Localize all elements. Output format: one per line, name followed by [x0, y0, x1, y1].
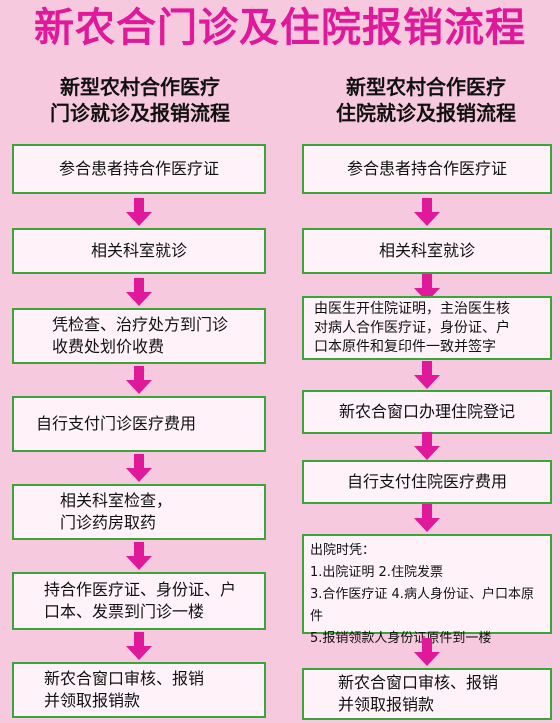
right-step-7-line-1: 新农合窗口审核、报销	[338, 673, 499, 692]
page-title: 新农合门诊及住院报销流程	[34, 5, 526, 51]
right-heading-line-2: 住院就诊及报销流程	[336, 101, 516, 125]
left-step-7: 新农合窗口审核、报销 并领取报销款	[12, 662, 266, 718]
left-step-3-line-1: 凭检查、治疗处方到门诊	[52, 315, 229, 334]
left-column-heading: 新型农村合作医疗 门诊就诊及报销流程	[10, 74, 270, 126]
right-column-heading: 新型农村合作医疗 住院就诊及报销流程	[296, 74, 556, 126]
right-step-2: 相关科室就诊	[302, 228, 552, 274]
left-step-6-line-1: 持合作医疗证、身份证、户	[44, 580, 237, 599]
left-step-6-line-2: 口本、发票到门诊一楼	[44, 602, 205, 621]
arrow-down-icon	[414, 198, 440, 228]
left-step-2: 相关科室就诊	[12, 228, 266, 274]
right-step-4: 新农合窗口办理住院登记	[302, 390, 552, 434]
left-step-7-line-2: 并领取报销款	[44, 691, 141, 710]
arrow-down-icon	[126, 542, 152, 572]
left-step-4: 自行支付门诊医疗费用	[12, 396, 266, 452]
left-step-7-line-1: 新农合窗口审核、报销	[44, 669, 205, 688]
arrow-down-icon	[126, 454, 152, 484]
right-step-3-line-3: 口本原件和复印件一致并签字	[314, 338, 496, 355]
right-step-3: 由医生开住院证明，主治医生核 对病人合作医疗证，身份证、户 口本原件和复印件一致…	[302, 296, 552, 360]
right-step-4-text: 新农合窗口办理住院登记	[338, 402, 515, 421]
left-step-4-text: 自行支付门诊医疗费用	[36, 414, 197, 433]
left-step-5: 相关科室检查， 门诊药房取药	[12, 484, 266, 540]
left-step-1: 参合患者持合作医疗证	[12, 144, 266, 194]
left-step-3: 凭检查、治疗处方到门诊 收费处划价收费	[12, 308, 266, 364]
left-heading-line-1: 新型农村合作医疗	[60, 75, 220, 99]
left-step-1-text: 参合患者持合作医疗证	[58, 159, 219, 178]
right-step-6-line-4: 5.报销领款人身份证原件到一楼	[310, 631, 492, 646]
left-step-2-text: 相关科室就诊	[90, 241, 187, 260]
right-step-5-text: 自行支付住院医疗费用	[346, 472, 507, 491]
left-step-3-line-2: 收费处划价收费	[52, 337, 165, 356]
right-step-1: 参合患者持合作医疗证	[302, 144, 552, 194]
arrow-down-icon	[414, 432, 440, 462]
arrow-down-icon	[414, 504, 440, 534]
left-step-6: 持合作医疗证、身份证、户 口本、发票到门诊一楼	[12, 572, 266, 630]
arrow-down-icon	[414, 361, 440, 391]
right-step-7: 新农合窗口审核、报销 并领取报销款	[302, 668, 552, 720]
right-step-6: 出院时凭： 1.出院证明 2.住院发票 3.合作医疗证 4.病人身份证、户口本原…	[302, 534, 552, 646]
right-step-1-text: 参合患者持合作医疗证	[346, 159, 507, 178]
left-heading-line-2: 门诊就诊及报销流程	[50, 101, 230, 125]
right-step-5: 自行支付住院医疗费用	[302, 460, 552, 504]
arrow-down-icon	[126, 198, 152, 228]
right-step-6-line-1: 出院时凭：	[310, 543, 376, 558]
arrow-down-icon	[126, 278, 152, 308]
right-step-3-line-2: 对病人合作医疗证，身份证、户	[314, 319, 510, 336]
right-step-2-text: 相关科室就诊	[378, 241, 475, 260]
right-step-3-line-1: 由医生开住院证明，主治医生核	[314, 300, 510, 317]
arrow-down-icon	[126, 366, 152, 396]
right-step-7-line-2: 并领取报销款	[338, 695, 435, 714]
right-step-6-line-3: 3.合作医疗证 4.病人身份证、户口本原件	[310, 587, 534, 624]
arrow-down-icon	[414, 638, 440, 668]
left-step-5-line-2: 门诊药房取药	[60, 513, 157, 532]
left-step-5-line-1: 相关科室检查，	[60, 491, 173, 510]
right-step-6-line-2: 1.出院证明 2.住院发票	[310, 565, 443, 580]
arrow-down-icon	[126, 632, 152, 662]
right-heading-line-1: 新型农村合作医疗	[346, 75, 506, 99]
